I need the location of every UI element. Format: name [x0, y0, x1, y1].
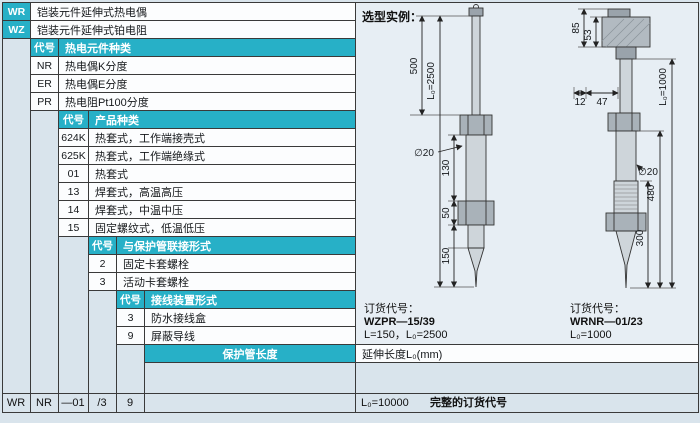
dim-label-head-h: 85: [571, 22, 582, 34]
footer-code-element: NR: [36, 397, 52, 409]
row-code: 625K: [58, 146, 89, 165]
grid-line: [698, 2, 699, 413]
row-code: 3: [88, 272, 117, 291]
grid-line: [355, 345, 356, 413]
grid-line: [144, 290, 145, 413]
row-code: 15: [58, 218, 89, 237]
row-label: 热电偶K分度: [58, 56, 356, 75]
right-probe-dimension-lines: [573, 8, 676, 289]
dim-label-flex: 500: [409, 57, 420, 74]
grid-line: [2, 2, 3, 413]
section-header-label: 与保护管联接形式: [116, 236, 356, 255]
order-label: 订货代号：: [364, 303, 419, 315]
length-row-value: 延伸长度L₀(mm): [355, 344, 699, 363]
grid-line: [116, 236, 117, 413]
order-code: WZPR—15/39: [364, 316, 435, 328]
order-example-left: 订货代号： WZPR—15/39 L=150，L₀=2500: [364, 303, 447, 342]
row-label: 热套式，工作端绝缘式: [88, 146, 356, 165]
grid-line: [30, 38, 31, 413]
dim-label-seg2: 50: [441, 207, 452, 219]
section-header-code: 代号: [88, 236, 117, 255]
row-label: 热电阻Pt100分度: [58, 92, 356, 111]
row-label: 热电偶E分度: [58, 74, 356, 93]
footer-code-product: —01: [61, 397, 85, 409]
row-code: PR: [30, 92, 59, 111]
selection-example-drawing: 500 L₀=2500 130 50 150 ∅20: [409, 4, 676, 289]
section-header-label: 热电元件种类: [58, 38, 356, 57]
footer-length: L₀=10000: [361, 397, 409, 409]
row-label: 防水接线盒: [144, 308, 356, 327]
row-code: NR: [30, 56, 59, 75]
dim-label-off1: 12: [574, 97, 586, 108]
order-example-right: 订货代号： WRNR—01/23 L₀=1000: [570, 303, 643, 342]
grid-line: [2, 412, 699, 413]
row-label: 热套式，工作端接壳式: [88, 128, 356, 147]
footer-code-series: WR: [6, 397, 26, 409]
dim-label-head-b: 53: [583, 29, 594, 41]
row-code: 9: [116, 326, 145, 345]
series-label: 铠装元件延伸式热电偶: [30, 2, 356, 21]
row-label: 屏蔽导线: [144, 326, 356, 345]
dim-label-total: L₀=1000: [658, 68, 669, 106]
example-title: 选型实例：: [362, 10, 423, 24]
order-detail: L₀=1000: [570, 329, 612, 341]
dim-label-seg3: 150: [441, 247, 452, 264]
dim-label-diameter: ∅20: [638, 167, 658, 178]
row-code: ER: [30, 74, 59, 93]
left-probe-dimension-lines: [418, 15, 463, 288]
grid-line: [58, 38, 59, 413]
right-probe-drawing: [601, 8, 651, 289]
row-code: 13: [58, 182, 89, 201]
footer-label: 完整的订货代号: [430, 397, 507, 409]
series-code: WZ: [2, 20, 31, 39]
section-header-label: 产品种类: [88, 110, 356, 129]
row-code: 14: [58, 200, 89, 219]
row-code: 01: [58, 164, 89, 183]
dim-label-off2: 47: [596, 97, 608, 108]
row-code: 3: [116, 308, 145, 327]
dim-label-insert: 480: [646, 184, 657, 201]
row-label: 焊套式，高温高压: [88, 182, 356, 201]
row-label: 固定卡套螺栓: [116, 254, 356, 273]
dim-label-total: L₀=2500: [426, 62, 437, 100]
section-header-label: 接线装置形式: [144, 290, 356, 309]
row-code: 624K: [58, 128, 89, 147]
dim-label-seg1: 130: [441, 159, 452, 176]
dim-label-diameter: ∅20: [414, 148, 434, 159]
row-label: 热套式: [88, 164, 356, 183]
length-row-header: 保护管长度: [144, 344, 356, 363]
order-code: WRNR—01/23: [570, 316, 643, 328]
row-label: 活动卡套螺栓: [116, 272, 356, 291]
grid-line: [88, 110, 89, 413]
series-label: 铠装元件延伸式铂电阻: [30, 20, 356, 39]
order-label: 订货代号：: [570, 303, 625, 315]
grid-line: [2, 393, 699, 394]
section-header-code: 代号: [116, 290, 145, 309]
order-detail: L=150，L₀=2500: [364, 329, 448, 341]
footer-code-connection: /3: [97, 397, 107, 409]
row-label: 固定螺纹式，低温低压: [88, 218, 356, 237]
row-label: 焊套式，中温中压: [88, 200, 356, 219]
series-code: WR: [2, 2, 31, 21]
dim-label-lower: 300: [635, 229, 646, 246]
left-probe-drawing: [457, 4, 495, 288]
row-code: 2: [88, 254, 117, 273]
footer-code-terminal: 9: [126, 397, 134, 409]
section-header-code: 代号: [58, 110, 89, 129]
section-header-code: 代号: [30, 38, 59, 57]
